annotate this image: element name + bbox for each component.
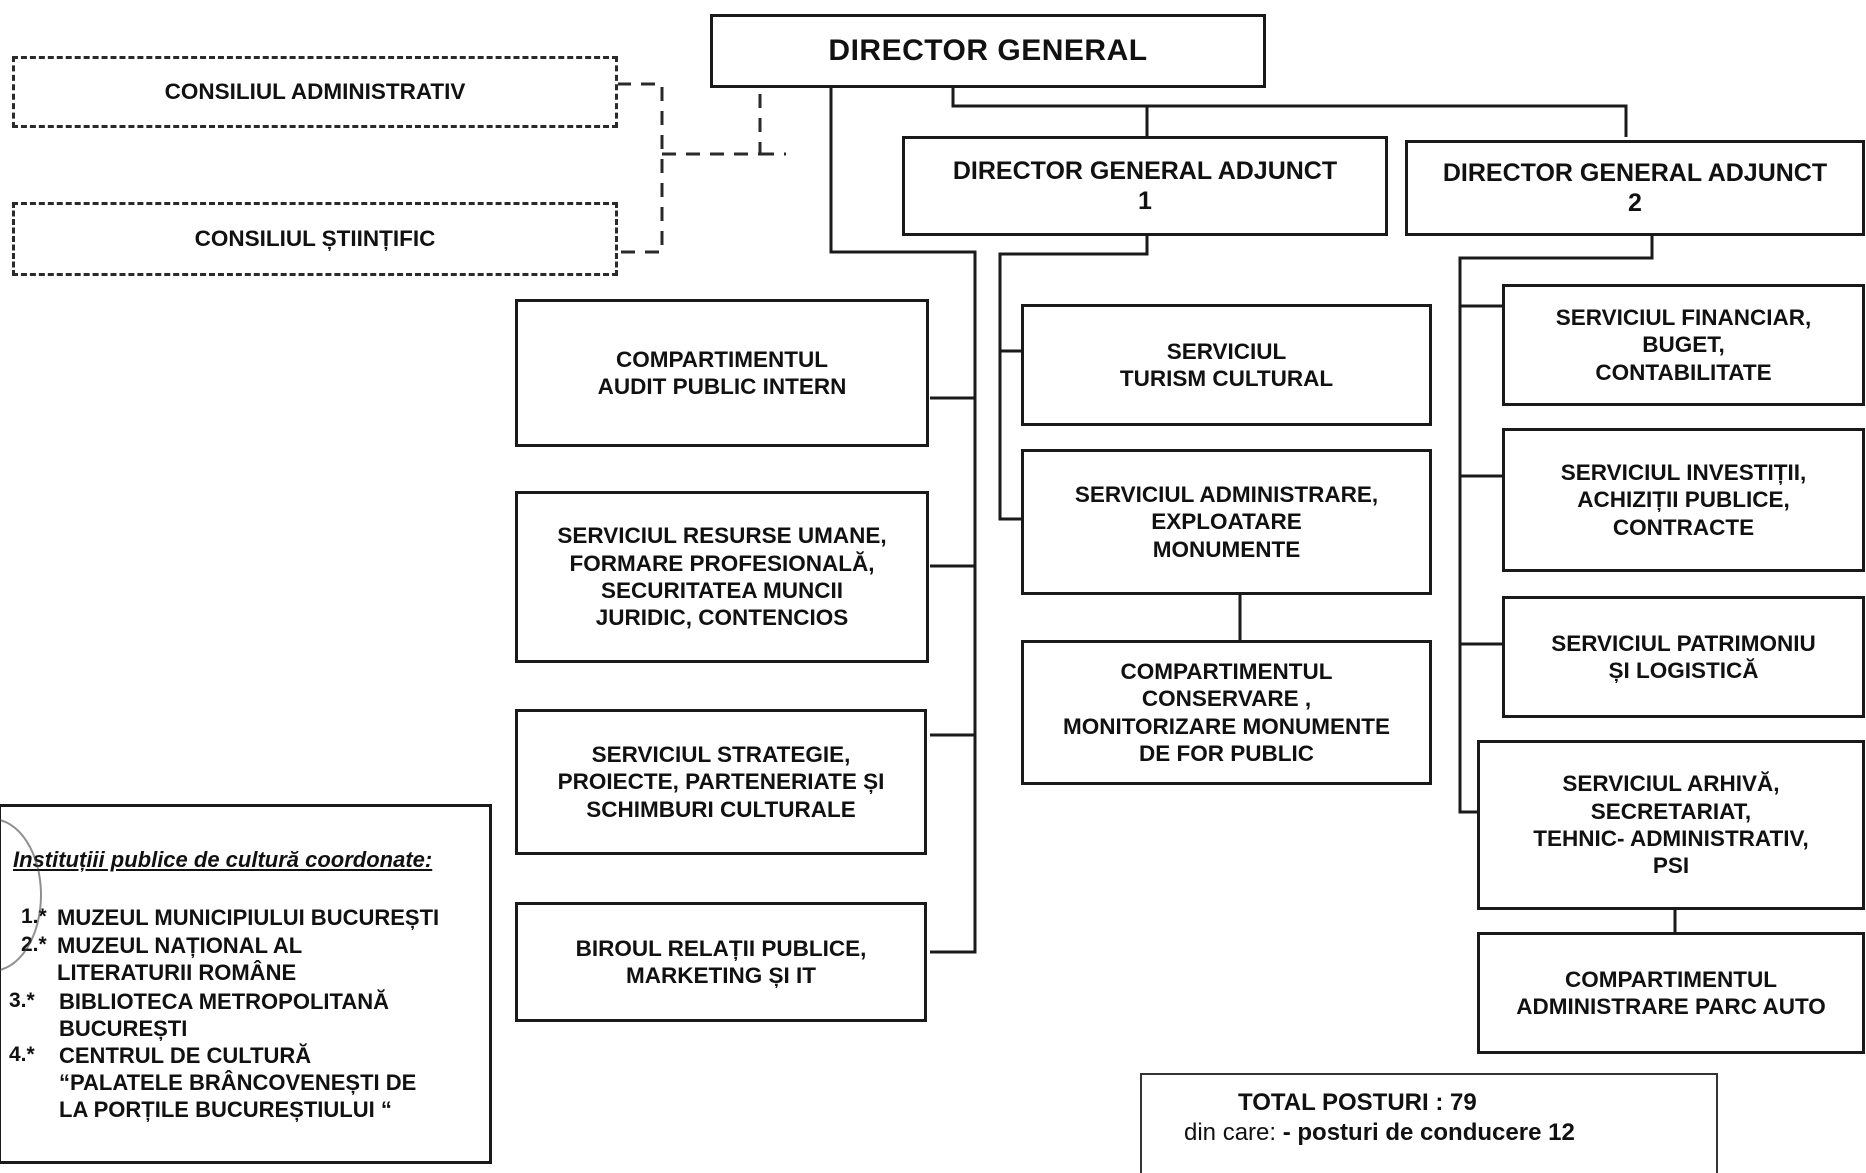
adjunct-1-label: DIRECTOR GENERAL ADJUNCT 1	[952, 156, 1338, 216]
director-general-box: DIRECTOR GENERAL	[710, 14, 1266, 88]
audit-public-intern-label: COMPARTIMENTUL AUDIT PUBLIC INTERN	[597, 346, 847, 399]
institution-item: CENTRUL DE CULTURĂ “PALATELE BRÂNCOVENEȘ…	[59, 1043, 417, 1122]
management-posts: din care: - posturi de conducere 12	[1184, 1119, 1575, 1147]
institution-item: MUZEUL NAȚIONAL AL LITERATURII ROMÂNE	[57, 933, 303, 985]
investitii-box: SERVICIUL INVESTIȚII, ACHIZIȚII PUBLICE,…	[1502, 428, 1865, 572]
institution-item: BIBLIOTECA METROPOLITANĂ BUCUREȘTI	[59, 989, 389, 1041]
audit-public-intern-box: COMPARTIMENTUL AUDIT PUBLIC INTERN	[515, 299, 929, 447]
council-stiintific-box: CONSILIUL ȘTIINȚIFIC	[12, 202, 618, 276]
adjunct-2-box: DIRECTOR GENERAL ADJUNCT 2	[1405, 140, 1865, 236]
total-posts: TOTAL POSTURI : 79	[1238, 1089, 1477, 1116]
council-stiintific-label: CONSILIUL ȘTIINȚIFIC	[194, 226, 436, 252]
connector-adj1	[998, 235, 1149, 521]
patrimoniu-label: SERVICIUL PATRIMONIU ȘI LOGISTICĂ	[1551, 630, 1816, 683]
investitii-label: SERVICIUL INVESTIȚII, ACHIZIȚII PUBLICE,…	[1560, 459, 1807, 540]
connector-councils	[617, 82, 664, 254]
financiar-box: SERVICIUL FINANCIAR, BUGET, CONTABILITAT…	[1502, 284, 1865, 406]
administrare-monumente-label: SERVICIUL ADMINISTRARE, EXPLOATARE MONUM…	[1074, 481, 1379, 562]
council-administrativ-box: CONSILIUL ADMINISTRATIV	[12, 56, 618, 128]
connector-dg-adjuncts	[951, 86, 1628, 137]
connector-dg-left	[829, 86, 977, 954]
financiar-label: SERVICIUL FINANCIAR, BUGET, CONTABILITAT…	[1555, 304, 1812, 385]
parc-auto-label: COMPARTIMENTUL ADMINISTRARE PARC AUTO	[1516, 966, 1826, 1019]
resurse-umane-box: SERVICIUL RESURSE UMANE, FORMARE PROFESI…	[515, 491, 929, 663]
connector-adj2	[1458, 235, 1654, 814]
management-posts-prefix: din care:	[1184, 1119, 1283, 1146]
relatii-publice-label: BIROUL RELAȚII PUBLICE, MARKETING ȘI IT	[575, 935, 867, 988]
institution-number: 3.*	[9, 989, 35, 1012]
adjunct-1-box: DIRECTOR GENERAL ADJUNCT 1	[902, 136, 1388, 236]
totals-box: TOTAL POSTURI : 79 din care: - posturi d…	[1140, 1073, 1718, 1173]
turism-cultural-box: SERVICIUL TURISM CULTURAL	[1021, 304, 1432, 426]
arhiva-label: SERVICIUL ARHIVĂ, SECRETARIAT, TEHNIC- A…	[1533, 771, 1809, 879]
management-posts-value: - posturi de conducere 12	[1282, 1119, 1575, 1146]
conservare-monumente-box: COMPARTIMENTUL CONSERVARE , MONITORIZARE…	[1021, 640, 1432, 785]
strategie-box: SERVICIUL STRATEGIE, PROIECTE, PARTENERI…	[515, 709, 927, 855]
institutions-box: Instituțiii publice de cultură coordonat…	[0, 804, 492, 1164]
conservare-monumente-label: COMPARTIMENTUL CONSERVARE , MONITORIZARE…	[1062, 658, 1391, 766]
parc-auto-box: COMPARTIMENTUL ADMINISTRARE PARC AUTO	[1477, 932, 1865, 1054]
resurse-umane-label: SERVICIUL RESURSE UMANE, FORMARE PROFESI…	[557, 523, 887, 631]
patrimoniu-box: SERVICIUL PATRIMONIU ȘI LOGISTICĂ	[1502, 596, 1865, 718]
institutions-heading: Instituțiii publice de cultură coordonat…	[13, 847, 433, 872]
institution-number: 4.*	[9, 1043, 35, 1066]
arhiva-box: SERVICIUL ARHIVĂ, SECRETARIAT, TEHNIC- A…	[1477, 740, 1865, 910]
council-administrativ-label: CONSILIUL ADMINISTRATIV	[164, 79, 466, 105]
administrare-monumente-box: SERVICIUL ADMINISTRARE, EXPLOATARE MONUM…	[1021, 449, 1432, 595]
adjunct-2-label: DIRECTOR GENERAL ADJUNCT 2	[1442, 158, 1828, 218]
institution-item: MUZEUL MUNICIPIULUI BUCUREȘTI	[57, 905, 440, 930]
turism-cultural-label: SERVICIUL TURISM CULTURAL	[1119, 338, 1334, 391]
strategie-label: SERVICIUL STRATEGIE, PROIECTE, PARTENERI…	[557, 741, 885, 822]
relatii-publice-box: BIROUL RELAȚII PUBLICE, MARKETING ȘI IT	[515, 902, 927, 1022]
director-general-label: DIRECTOR GENERAL	[828, 33, 1148, 67]
